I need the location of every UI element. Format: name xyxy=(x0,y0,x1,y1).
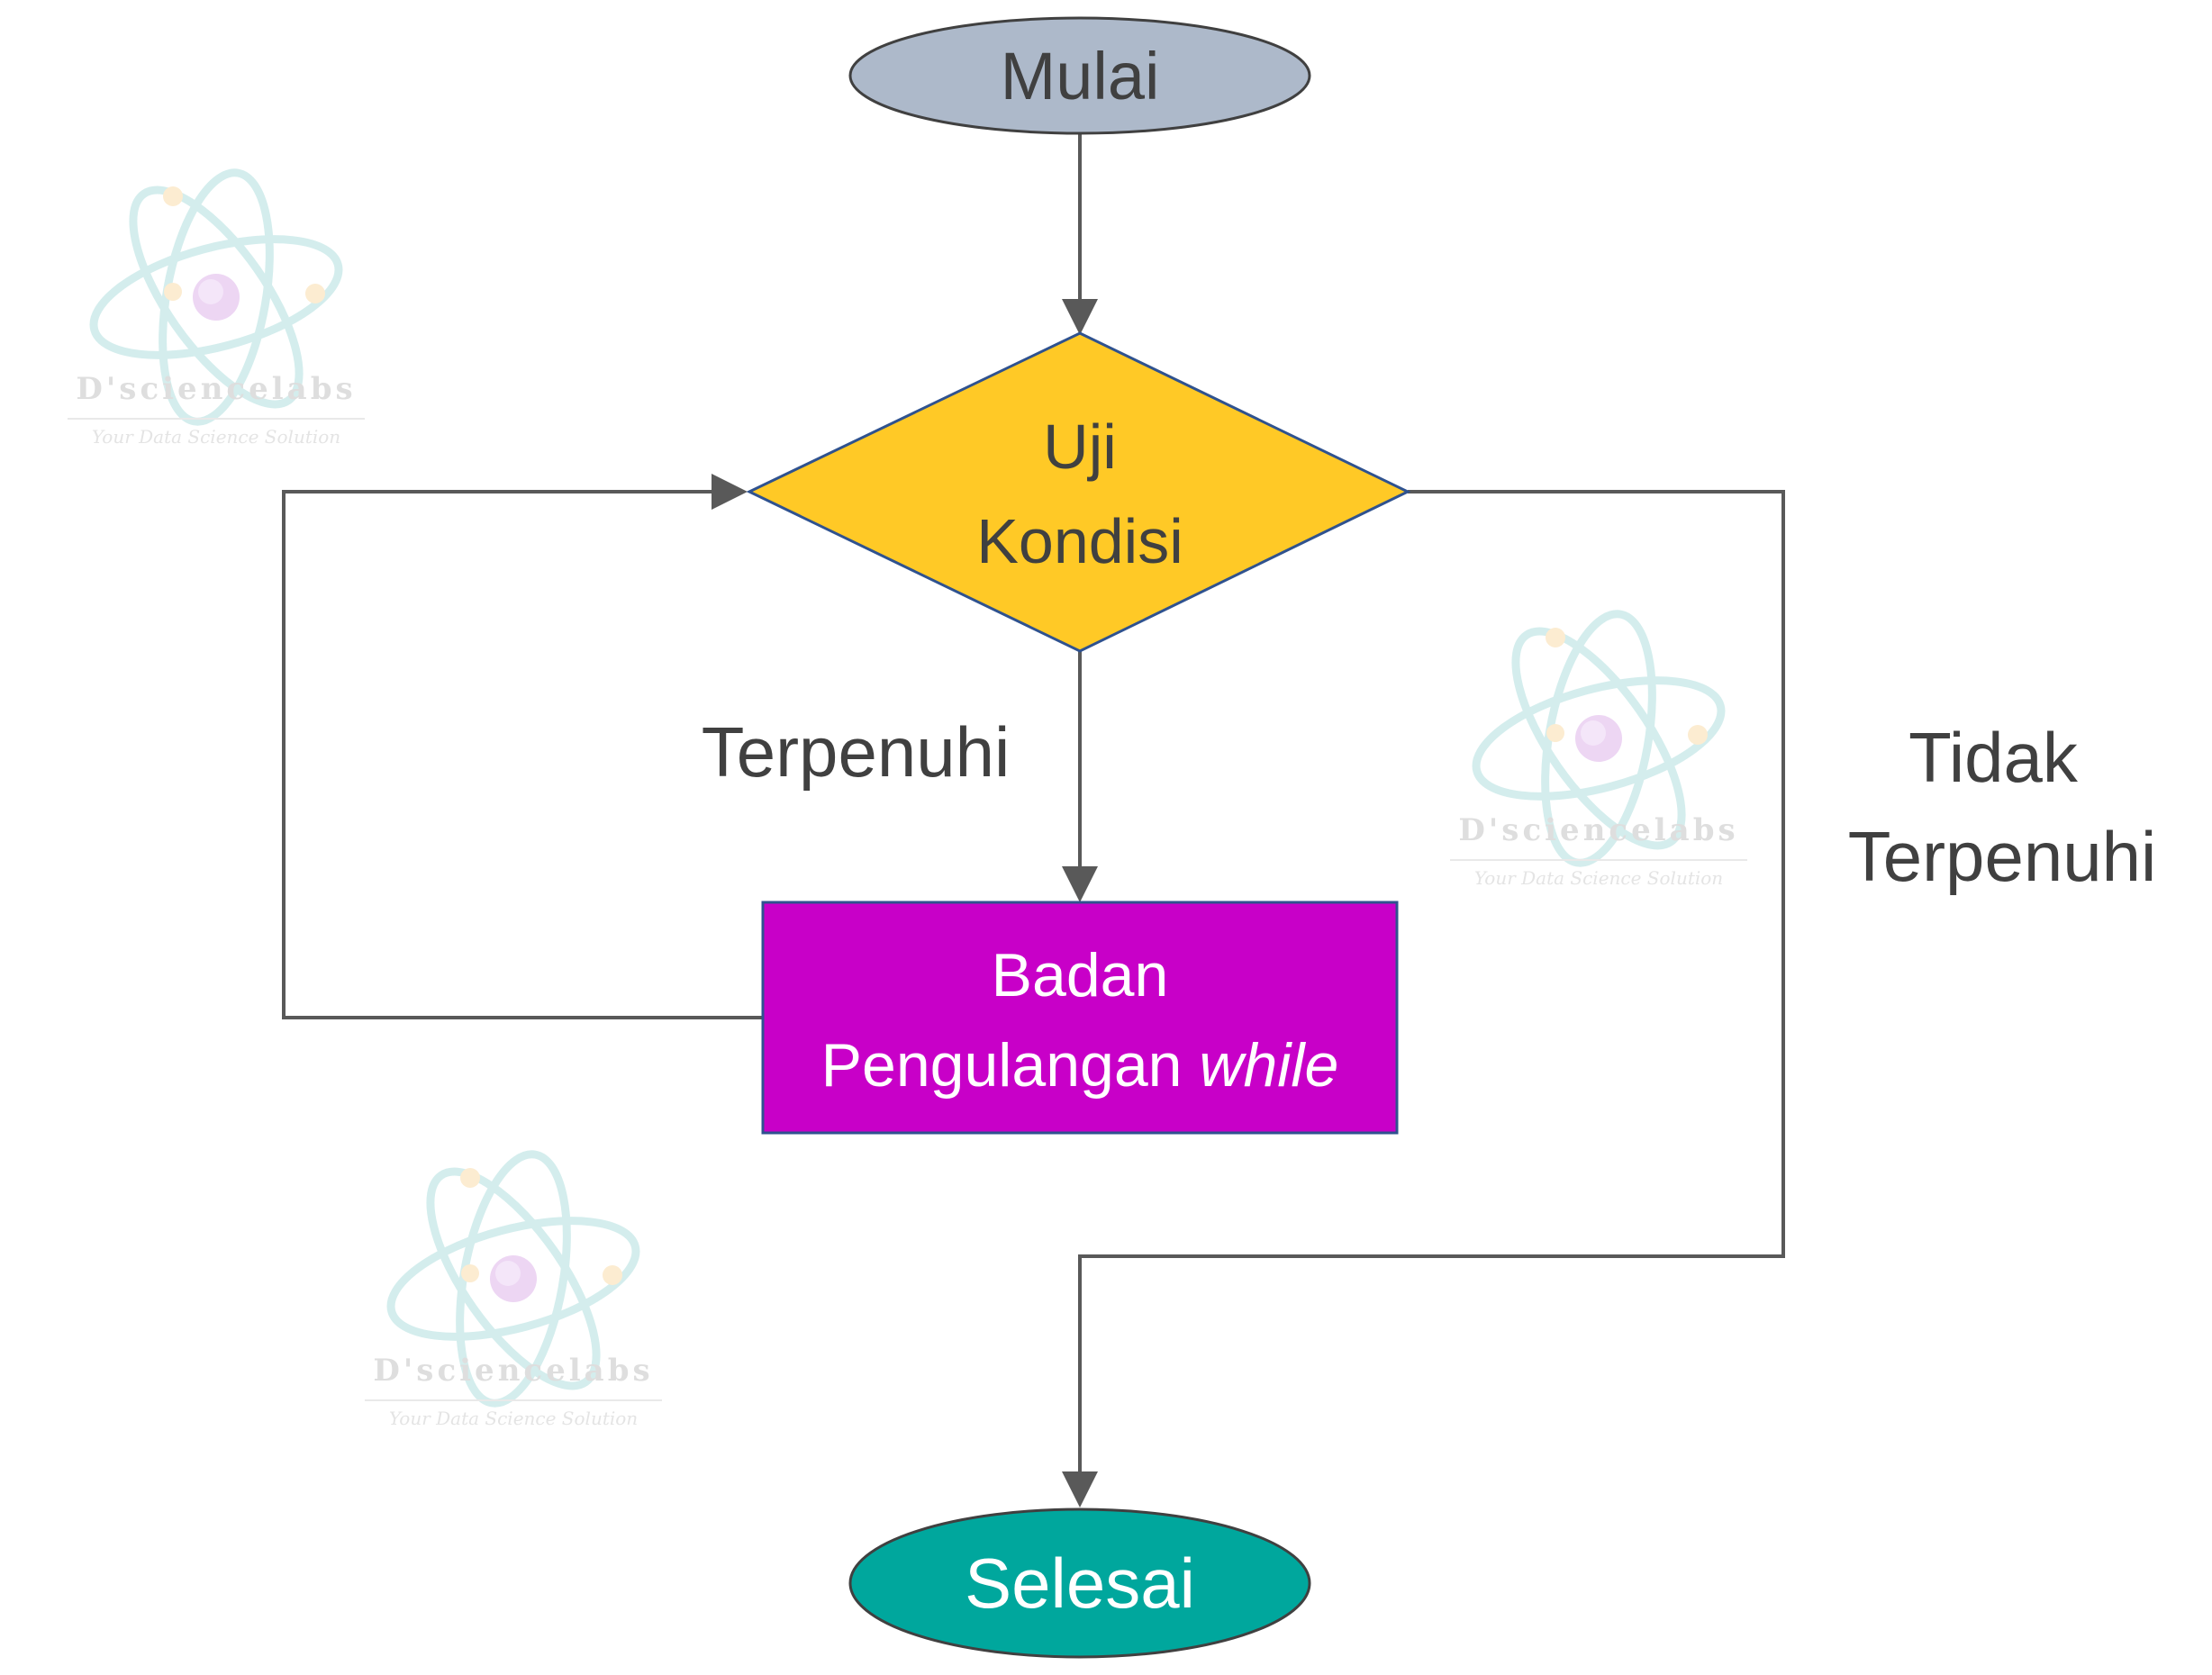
decision-shape xyxy=(746,331,1411,653)
end-shape xyxy=(848,1508,1311,1659)
loop-body-shape xyxy=(761,901,1399,1135)
start-shape xyxy=(848,16,1311,135)
watermark-logo: D'sciencelabs Your Data Science Solution xyxy=(68,168,365,448)
edge-false-label-line2: Terpenuhi xyxy=(1848,817,2157,896)
watermark-logo: D'sciencelabs Your Data Science Solution xyxy=(365,1150,662,1429)
edge-false-label-line1: Tidak xyxy=(1908,718,2079,797)
atom-icon xyxy=(89,168,343,426)
watermark-title: D'sciencelabs xyxy=(76,371,356,407)
watermark-subtitle: Your Data Science Solution xyxy=(92,426,340,448)
connector-loop-back xyxy=(282,474,763,1019)
watermark-subtitle: Your Data Science Solution xyxy=(389,1408,638,1429)
watermark-subtitle: Your Data Science Solution xyxy=(1474,867,1723,889)
watermark-logo: D'sciencelabs Your Data Science Solution xyxy=(1450,610,1747,889)
decision-node: Uji Kondisi xyxy=(746,331,1411,653)
atom-icon xyxy=(386,1150,640,1408)
loop-body-label-line1: Badan xyxy=(992,941,1169,1010)
loop-body-label-keyword: while xyxy=(1199,1031,1338,1100)
end-node: Selesai xyxy=(848,1508,1311,1659)
watermark-title: D'sciencelabs xyxy=(373,1353,653,1389)
watermark-title: D'sciencelabs xyxy=(1458,812,1738,848)
atom-icon xyxy=(1472,610,1726,867)
edge-true-label: Terpenuhi xyxy=(702,712,1011,792)
end-label: Selesai xyxy=(965,1544,1195,1623)
decision-label-line1: Uji xyxy=(1043,412,1117,482)
loop-body-label-line2: Pengulangan while xyxy=(821,1031,1339,1100)
connector-decision-to-end xyxy=(1062,490,1785,1508)
decision-label-line2: Kondisi xyxy=(976,506,1183,576)
loop-body-node: Badan Pengulangan while xyxy=(761,901,1399,1135)
start-node: Mulai xyxy=(848,16,1311,135)
start-label: Mulai xyxy=(1001,39,1160,113)
loop-body-label-prefix: Pengulangan xyxy=(821,1031,1200,1100)
